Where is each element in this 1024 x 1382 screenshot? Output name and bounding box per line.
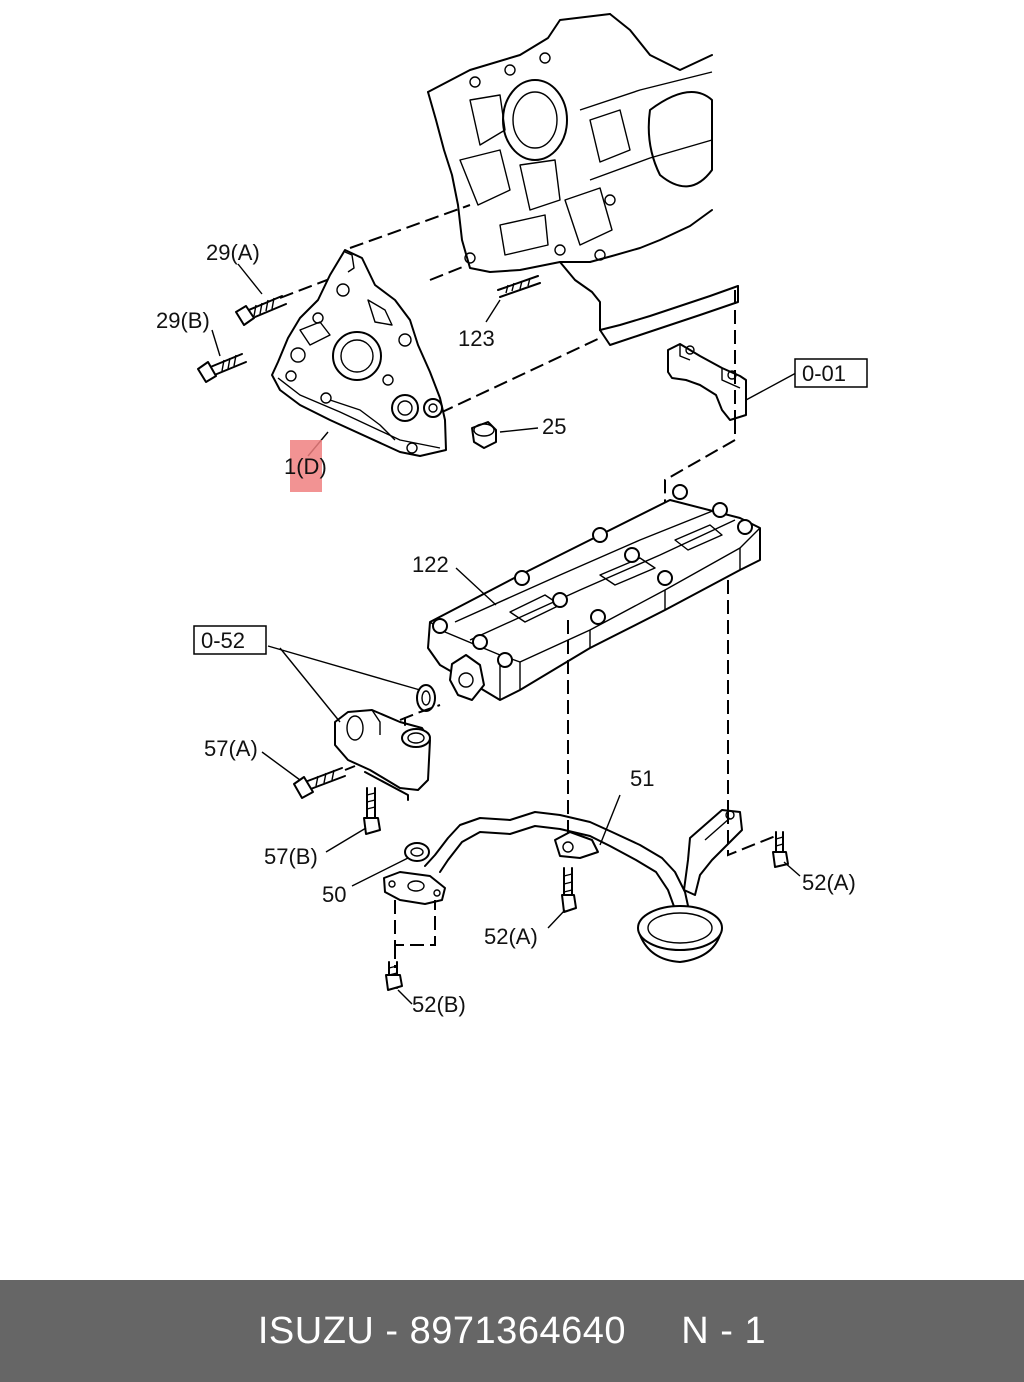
bolt-57b xyxy=(363,787,381,835)
highlight-marker xyxy=(290,440,322,492)
bolt-52b xyxy=(385,961,403,991)
callout-0-52: 0-52 xyxy=(201,628,245,653)
bolt-52a-right xyxy=(772,831,789,868)
leader-lines xyxy=(211,263,801,1005)
callout-0-01: 0-01 xyxy=(802,361,846,386)
part-number-caption: ISUZU - 8971364640 N - 1 xyxy=(257,1309,767,1352)
engine-block xyxy=(427,13,739,346)
callout-51: 51 xyxy=(630,766,654,791)
oil-pump xyxy=(271,249,447,457)
callout-57b: 57(B) xyxy=(264,844,318,869)
callout-25: 25 xyxy=(542,414,566,439)
plug-25 xyxy=(471,421,497,449)
callout-52b: 52(B) xyxy=(412,992,466,1017)
callout-123: 123 xyxy=(458,326,495,351)
oil-strainer xyxy=(424,809,779,963)
oil-pipe-fitting xyxy=(334,709,431,791)
callout-52a-mid: 52(A) xyxy=(484,924,538,949)
bolt-29b xyxy=(197,353,247,383)
parts-diagram: 29(A) 29(B) 123 25 1(D) 0-01 122 0-52 57… xyxy=(156,13,868,1017)
callout-29a: 29(A) xyxy=(206,240,260,265)
gasket-50 xyxy=(404,842,430,862)
callout-50: 50 xyxy=(322,882,346,907)
callout-52a-right: 52(A) xyxy=(802,870,856,895)
callout-29b: 29(B) xyxy=(156,308,210,333)
pipe-flange xyxy=(383,871,446,905)
footer-bar: ISUZU - 8971364640 N - 1 xyxy=(0,1280,1024,1382)
stud-123 xyxy=(497,275,541,298)
bolt-57a xyxy=(293,767,346,799)
callout-57a: 57(A) xyxy=(204,736,258,761)
bearing-cap xyxy=(667,343,747,421)
callout-122: 122 xyxy=(412,552,449,577)
ref-box-0-52 xyxy=(193,625,267,655)
oil-pipe-bracket xyxy=(427,484,761,701)
ref-box-0-01 xyxy=(794,358,868,388)
bolt-29a xyxy=(235,295,287,326)
callout-1d: 1(D) xyxy=(284,454,327,479)
o-ring xyxy=(416,684,436,712)
bolt-52a-mid xyxy=(561,867,577,913)
